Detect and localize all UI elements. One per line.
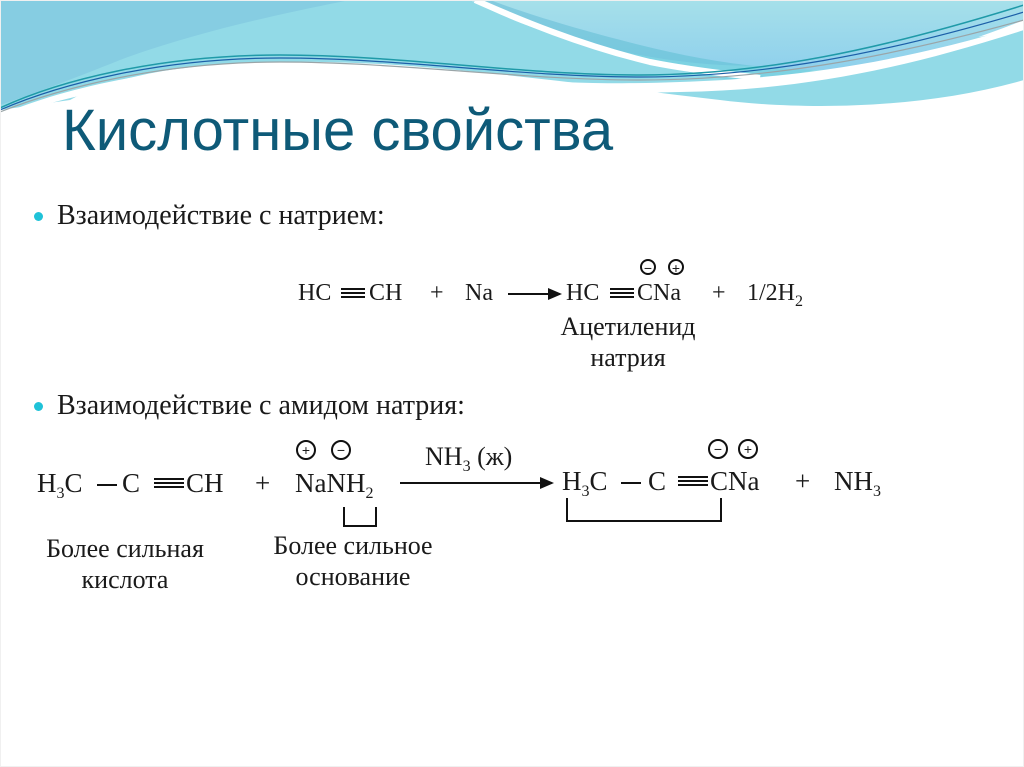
bullet-text: Взаимодействие с амидом натрия: (57, 390, 465, 421)
atom: C (64, 468, 83, 498)
sodium-amide: NaNH2 (295, 470, 373, 502)
slide-title: Кислотные свойства (62, 98, 614, 163)
propyne-h3c: H3C (37, 470, 83, 502)
product-hydrogen: 1/2H2 (747, 281, 803, 310)
subscript: 3 (56, 485, 65, 502)
negative-charge-icon: − (331, 440, 351, 460)
label-line: Ацетиленид (560, 312, 696, 341)
electron-transfer-bracket (343, 507, 377, 527)
reaction-arrow (400, 477, 554, 489)
triple-bond (678, 476, 708, 486)
bullet-text: Взаимодействие с натрием: (57, 200, 385, 231)
header-wave-decoration (0, 0, 1024, 120)
triple-bond (610, 288, 634, 298)
reactant-na: Na (465, 280, 493, 306)
label-line: натрия (590, 343, 666, 372)
bullet-dot-icon (34, 211, 43, 221)
reaction-condition: NH3 (ж) (425, 444, 512, 475)
plus-sign: + (430, 280, 444, 306)
propyne-c: C (122, 468, 141, 498)
formula: NH (425, 442, 463, 471)
formula: NaNH (295, 468, 366, 498)
triple-bond (154, 478, 184, 488)
reactant-ch: CH (369, 280, 403, 306)
label-line: кислота (81, 565, 169, 594)
label-line: Более сильное (273, 531, 433, 560)
positive-charge-icon: + (296, 440, 316, 460)
bullet-dot-icon (34, 401, 43, 411)
product-ammonia: NH3 (834, 468, 881, 500)
subscript: 3 (581, 483, 590, 500)
condition-state: (ж) (470, 442, 513, 471)
subscript: 3 (873, 483, 881, 500)
positive-charge-icon: + (738, 439, 758, 459)
product-cna: CNa (710, 466, 760, 496)
product-label: Ацетиленид натрия (548, 311, 708, 373)
electron-transfer-bracket (566, 498, 722, 522)
plus-sign: + (712, 280, 726, 306)
reactant-hc: HC (298, 280, 332, 306)
subscript: 3 (462, 458, 471, 475)
product-cna: CNa (637, 280, 681, 306)
label-stronger-base: Более сильное основание (248, 530, 458, 592)
subscript: 2 (365, 485, 374, 502)
bullet-sodium-reaction: Взаимодействие с натрием: (34, 200, 385, 232)
negative-charge-icon: − (640, 259, 656, 276)
bullet-sodium-amide-reaction: Взаимодействие с амидом натрия: (34, 390, 465, 422)
plus-sign: + (795, 466, 811, 496)
atom: H (562, 466, 582, 496)
formula: NH (834, 466, 873, 496)
atom: H (37, 468, 57, 498)
product-c: C (648, 466, 667, 496)
hydrogen-coefficient: 1/2H (747, 280, 795, 306)
negative-charge-icon: − (708, 439, 728, 459)
product-h3c: H3C (562, 468, 608, 500)
atom: C (589, 466, 608, 496)
triple-bond (341, 288, 365, 298)
single-bond (97, 484, 117, 486)
label-line: основание (295, 562, 411, 591)
plus-sign: + (255, 468, 271, 498)
product-hc: HC (566, 280, 600, 306)
propyne-ch: CH (186, 468, 224, 498)
single-bond (621, 482, 641, 484)
positive-charge-icon: + (668, 259, 684, 276)
label-stronger-acid: Более сильная кислота (20, 533, 230, 595)
subscript: 2 (795, 293, 803, 310)
label-line: Более сильная (46, 534, 204, 563)
reaction-arrow (508, 288, 562, 300)
